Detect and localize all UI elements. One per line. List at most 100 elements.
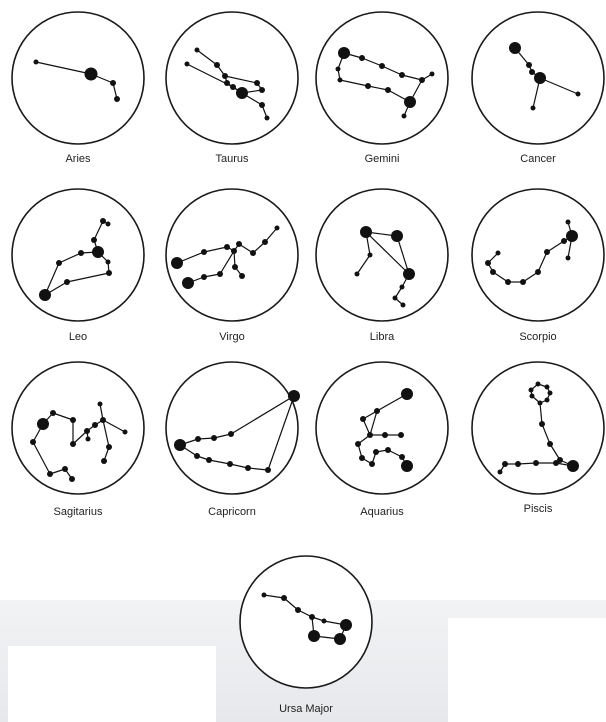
star bbox=[399, 454, 405, 460]
star bbox=[50, 410, 56, 416]
star bbox=[355, 272, 360, 277]
star bbox=[401, 303, 406, 308]
star bbox=[369, 461, 375, 467]
star bbox=[534, 72, 546, 84]
star bbox=[222, 73, 228, 79]
constellation-virgo: Virgo bbox=[166, 189, 298, 343]
star bbox=[385, 447, 391, 453]
star bbox=[509, 42, 521, 54]
star bbox=[430, 72, 435, 77]
star bbox=[174, 439, 186, 451]
star bbox=[338, 78, 343, 83]
star bbox=[401, 460, 413, 472]
constellation-label-sagitarius: Sagitarius bbox=[54, 506, 103, 518]
star bbox=[359, 455, 365, 461]
star bbox=[544, 249, 550, 255]
constellation-aries: Aries bbox=[12, 12, 144, 165]
star bbox=[265, 116, 270, 121]
star bbox=[505, 279, 511, 285]
star bbox=[404, 96, 416, 108]
star bbox=[566, 220, 571, 225]
star bbox=[538, 401, 543, 406]
star bbox=[281, 595, 287, 601]
star bbox=[78, 250, 84, 256]
star bbox=[56, 260, 62, 266]
constellation-piscis: Piscis bbox=[472, 362, 604, 515]
star bbox=[101, 458, 107, 464]
star bbox=[84, 428, 90, 434]
star bbox=[373, 449, 379, 455]
star bbox=[553, 460, 559, 466]
constellation-label-aries: Aries bbox=[65, 153, 91, 165]
star bbox=[485, 260, 491, 266]
star bbox=[295, 607, 301, 613]
constellation-leo: Leo bbox=[12, 189, 144, 343]
star bbox=[217, 271, 223, 277]
star bbox=[567, 460, 579, 472]
star bbox=[520, 279, 526, 285]
star bbox=[62, 466, 68, 472]
constellation-frame-gemini bbox=[316, 12, 448, 144]
star bbox=[91, 237, 97, 243]
star bbox=[236, 87, 248, 99]
star bbox=[228, 431, 234, 437]
star bbox=[338, 47, 350, 59]
star bbox=[123, 430, 128, 435]
constellation-frame-aries bbox=[12, 12, 144, 144]
star bbox=[211, 435, 217, 441]
constellation-frame-capricorn bbox=[166, 362, 298, 494]
star bbox=[529, 69, 535, 75]
star bbox=[34, 60, 39, 65]
star bbox=[64, 279, 70, 285]
star bbox=[262, 593, 267, 598]
star bbox=[185, 62, 190, 67]
constellation-label-ursa-major: Ursa Major bbox=[279, 703, 333, 715]
star bbox=[39, 289, 51, 301]
star bbox=[86, 437, 91, 442]
star bbox=[92, 246, 104, 258]
star bbox=[561, 238, 567, 244]
star bbox=[224, 80, 230, 86]
star bbox=[92, 422, 98, 428]
star bbox=[399, 72, 405, 78]
star bbox=[106, 222, 111, 227]
star bbox=[259, 87, 265, 93]
star bbox=[576, 92, 581, 97]
star bbox=[340, 619, 352, 631]
constellation-scorpio: Scorpio bbox=[472, 189, 604, 343]
constellation-ursa-major: Ursa Major bbox=[240, 556, 372, 715]
star bbox=[100, 218, 106, 224]
constellation-sagitarius: Sagitarius bbox=[12, 362, 144, 518]
star bbox=[114, 96, 120, 102]
star bbox=[195, 48, 200, 53]
star bbox=[275, 226, 280, 231]
star bbox=[336, 67, 341, 72]
star bbox=[47, 471, 53, 477]
constellation-libra: Libra bbox=[316, 189, 448, 343]
constellation-gemini: Gemini bbox=[316, 12, 448, 165]
constellation-frame-libra bbox=[316, 189, 448, 321]
star bbox=[194, 453, 200, 459]
star bbox=[106, 260, 111, 265]
star bbox=[398, 432, 404, 438]
star bbox=[374, 408, 380, 414]
star bbox=[230, 84, 236, 90]
star bbox=[85, 68, 98, 81]
constellation-taurus: Taurus bbox=[166, 12, 298, 165]
constellation-capricorn: Capricorn bbox=[166, 362, 300, 518]
star bbox=[232, 264, 238, 270]
star bbox=[239, 273, 245, 279]
star bbox=[288, 390, 300, 402]
constellation-label-scorpio: Scorpio bbox=[519, 331, 556, 343]
star bbox=[70, 441, 76, 447]
constellation-label-capricorn: Capricorn bbox=[208, 506, 256, 518]
star bbox=[360, 226, 372, 238]
star bbox=[359, 55, 365, 61]
star bbox=[334, 633, 346, 645]
star bbox=[245, 465, 251, 471]
star bbox=[498, 470, 503, 475]
star bbox=[379, 63, 385, 69]
star bbox=[171, 257, 183, 269]
star bbox=[110, 80, 116, 86]
